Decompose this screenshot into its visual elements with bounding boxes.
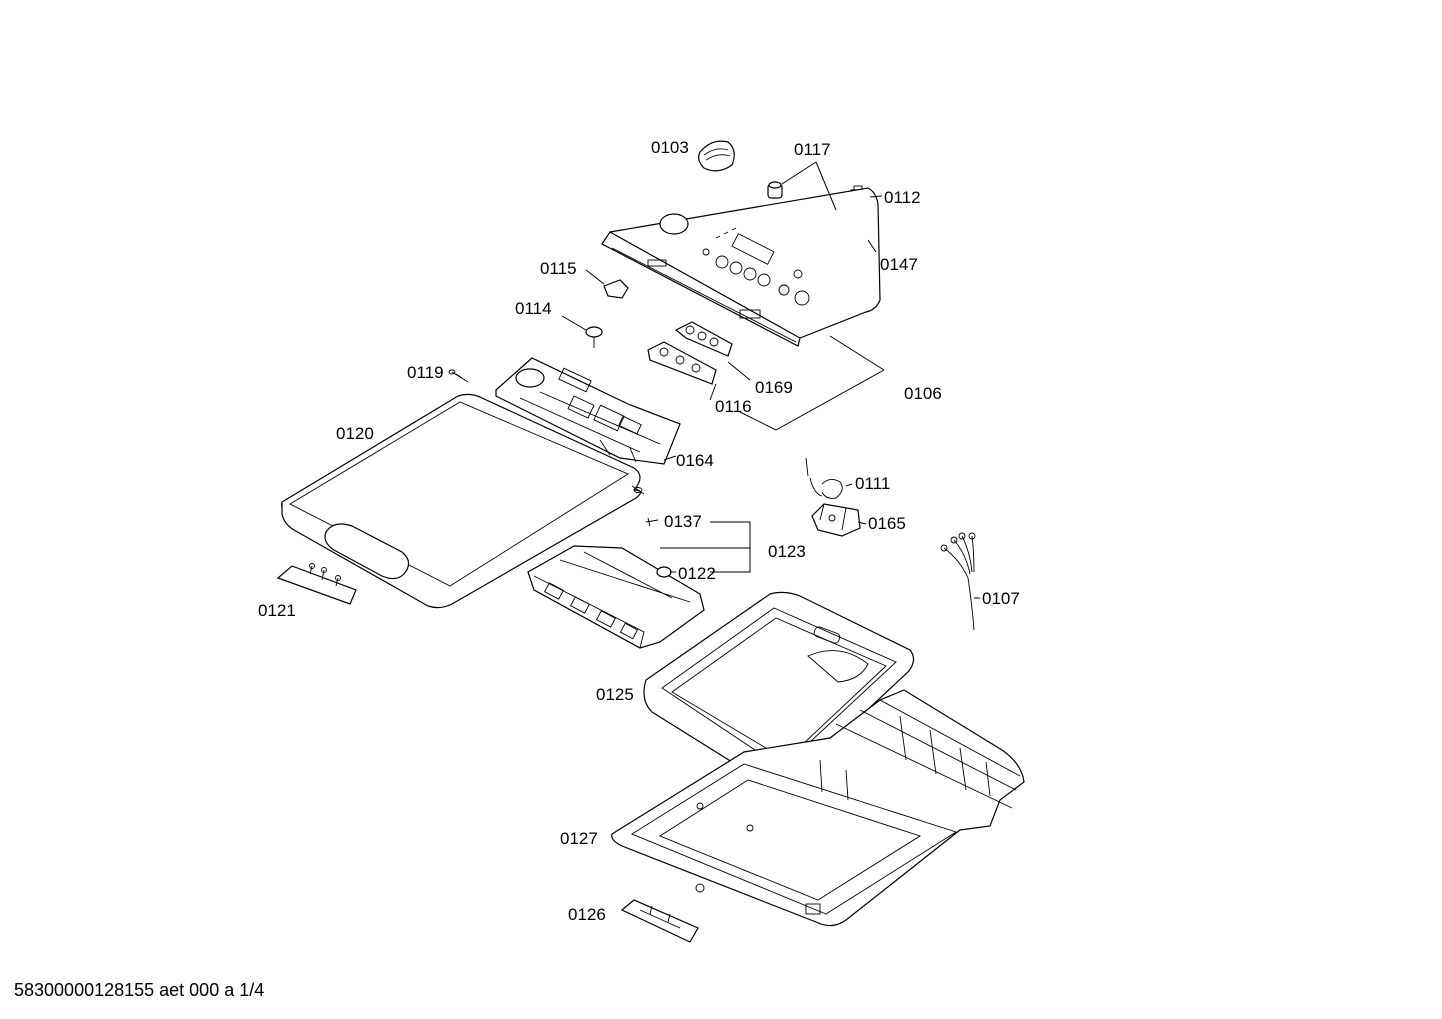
callout-0107[interactable]: 0107 bbox=[982, 589, 1020, 608]
callout-0116[interactable]: 0116 bbox=[715, 397, 752, 416]
callout-0127[interactable]: 0127 bbox=[560, 829, 598, 848]
callout-0111[interactable]: 0111 bbox=[855, 474, 890, 493]
part-detergent-drawer-0123[interactable] bbox=[527, 545, 705, 649]
callout-0103[interactable]: 0103 bbox=[651, 138, 689, 157]
part-base-frame-0127[interactable] bbox=[611, 689, 1025, 927]
part-fastener-0114[interactable] bbox=[585, 326, 603, 348]
part-button-holder-0116[interactable] bbox=[647, 341, 717, 385]
part-button-bar-0169[interactable] bbox=[674, 321, 733, 357]
part-screw-0137[interactable] bbox=[645, 517, 659, 527]
part-control-panel-0106[interactable] bbox=[601, 187, 881, 347]
part-wire-0111[interactable] bbox=[805, 457, 843, 499]
part-wiring-harness-0107[interactable] bbox=[940, 532, 976, 631]
callout-0169[interactable]: 0169 bbox=[755, 378, 793, 397]
callout-0115[interactable]: 0115 bbox=[540, 259, 577, 278]
callout-labels: 0103 0117 0112 0147 0115 0114 0106 0169 … bbox=[258, 138, 1020, 924]
callout-0119[interactable]: 0119 bbox=[407, 363, 444, 382]
part-handle-0121[interactable] bbox=[276, 563, 357, 605]
callout-0125[interactable]: 0125 bbox=[596, 685, 634, 704]
callout-0117[interactable]: 0117 bbox=[794, 140, 831, 159]
callout-0137[interactable]: 0137 bbox=[664, 512, 702, 531]
callout-0147[interactable]: 0147 bbox=[880, 255, 918, 274]
document-id: 58300000128155 aet 000 a 1/4 bbox=[14, 980, 265, 1000]
part-door-lock-0165[interactable] bbox=[811, 503, 861, 537]
callout-0106[interactable]: 0106 bbox=[904, 384, 942, 403]
callout-0123[interactable]: 0123 bbox=[768, 542, 806, 561]
part-inner-frame-0125[interactable] bbox=[643, 591, 915, 786]
part-siphon-0122[interactable] bbox=[656, 566, 672, 578]
callout-0164[interactable]: 0164 bbox=[676, 451, 714, 470]
callout-0121[interactable]: 0121 bbox=[258, 601, 296, 620]
part-hinge-0126[interactable] bbox=[620, 899, 699, 943]
callout-0112[interactable]: 0112 bbox=[884, 188, 921, 207]
callout-0165[interactable]: 0165 bbox=[868, 514, 906, 533]
callout-0120[interactable]: 0120 bbox=[336, 424, 374, 443]
callout-0114[interactable]: 0114 bbox=[515, 299, 552, 318]
callout-0122[interactable]: 0122 bbox=[678, 564, 716, 583]
part-knob-0103[interactable] bbox=[698, 140, 735, 172]
part-clip-0115[interactable] bbox=[603, 279, 629, 299]
part-electronic-module-0164[interactable] bbox=[495, 357, 681, 465]
leader-lines bbox=[455, 161, 980, 599]
part-lid-0120[interactable] bbox=[281, 393, 645, 609]
callout-0126[interactable]: 0126 bbox=[568, 905, 606, 924]
